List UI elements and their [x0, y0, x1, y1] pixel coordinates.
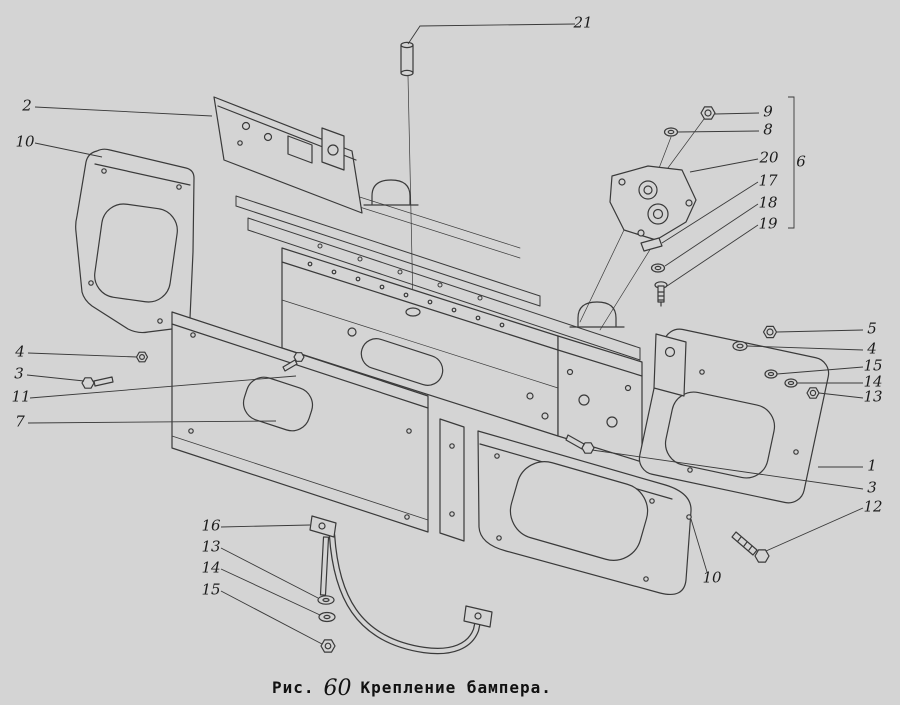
clip [640, 237, 663, 252]
tow-strap-assembly [309, 515, 493, 655]
leader-line-4 [27, 352, 138, 358]
leader-line-17 [661, 181, 759, 244]
callout-7: 7 [15, 412, 25, 431]
bolt-shaft [282, 359, 298, 372]
fastener-set-left [81, 351, 305, 389]
callout-11: 11 [11, 387, 31, 406]
callout-3: 3 [14, 364, 24, 383]
leader-line-3 [26, 374, 85, 382]
bolt-shaft [93, 376, 114, 387]
leader-line-14 [220, 568, 321, 616]
callout-4: 4 [15, 342, 25, 361]
caption-title: Крепление бампера. [360, 678, 552, 697]
pin-body [400, 44, 414, 74]
callout-3: 3 [867, 478, 877, 497]
leader-line-2 [34, 106, 213, 117]
callout-1: 1 [867, 456, 877, 475]
leader-line-4 [746, 345, 864, 351]
callout-13: 13 [201, 537, 221, 556]
right-bumper-end [638, 328, 830, 504]
callout-16: 16 [201, 516, 221, 535]
bolt-shaft [657, 285, 665, 303]
callout-10: 10 [15, 132, 35, 151]
leader-line-20 [689, 158, 759, 173]
callout-17: 17 [758, 171, 778, 190]
mounting-plate [213, 96, 363, 214]
callout-9: 9 [763, 102, 773, 121]
leader-line-15 [220, 590, 323, 645]
callout-20: 20 [759, 148, 779, 167]
fastener-set-right [732, 325, 820, 399]
callout-6: 6 [796, 152, 806, 171]
bolt-head [293, 352, 305, 362]
callout-12: 12 [863, 497, 883, 516]
left-bumper-end-opening [94, 203, 178, 303]
leader-line-9 [714, 112, 760, 115]
tow-strap [328, 531, 483, 655]
callout-14: 14 [863, 372, 883, 391]
bolt-shaft [319, 536, 330, 596]
mounting-plate-outline [213, 96, 363, 214]
callout-14: 14 [201, 558, 221, 577]
callout-5: 5 [867, 319, 877, 338]
leader-line-10 [690, 518, 708, 573]
mount-bolts [565, 434, 770, 563]
leader-line-3 [591, 449, 864, 490]
bracket-outline [609, 165, 697, 241]
bumper-right-opening [509, 461, 649, 561]
leader-lines [26, 23, 864, 645]
center-crossmember [281, 247, 643, 463]
bolt-head [81, 377, 95, 389]
callout-19: 19 [758, 214, 778, 233]
leader-line-12 [765, 507, 864, 552]
bolt-head [754, 549, 770, 563]
leader-line-21 [407, 23, 576, 45]
leader-line-13 [818, 392, 864, 399]
leader-line-6 [788, 96, 795, 229]
callout-2: 2 [22, 96, 32, 115]
callout-21: 21 [573, 13, 593, 32]
top-bracket-assembly [579, 106, 716, 331]
caption-prefix: Рис. [272, 678, 315, 697]
crossmember-slot [360, 338, 444, 386]
bumper-center-strip [439, 418, 465, 542]
leader-line-15 [776, 366, 864, 375]
leader-line-8 [677, 130, 760, 133]
figure-number: 60 [323, 676, 352, 701]
pin [400, 41, 414, 307]
clamp-strap [363, 179, 625, 328]
callout-8: 8 [763, 120, 773, 139]
leader-line-18 [664, 203, 759, 267]
leader-line-16 [220, 524, 311, 528]
leader-line-7 [27, 420, 277, 424]
left-bumper-end [75, 148, 195, 334]
callout-4: 4 [867, 339, 877, 358]
bumper-right-section [477, 430, 692, 596]
callout-10: 10 [702, 568, 722, 587]
callout-13: 13 [863, 387, 883, 406]
leader-line-5 [776, 329, 864, 333]
bolt-head [581, 442, 595, 454]
bumper-center-opening [242, 376, 314, 432]
right-end-tab [653, 333, 687, 397]
leader-line-10 [34, 142, 103, 158]
bolt-shaft [731, 531, 758, 556]
callout-18: 18 [758, 193, 778, 212]
leader-line-13 [220, 547, 319, 599]
callout-15: 15 [863, 356, 883, 375]
leader-line-11 [29, 375, 297, 399]
right-bumper-end-opening [664, 391, 776, 479]
figure-caption: Рис. 60 Крепление бампера. [272, 674, 552, 701]
callout-15: 15 [201, 580, 221, 599]
bumper-center-section [171, 311, 465, 542]
leader-line-19 [666, 224, 759, 287]
